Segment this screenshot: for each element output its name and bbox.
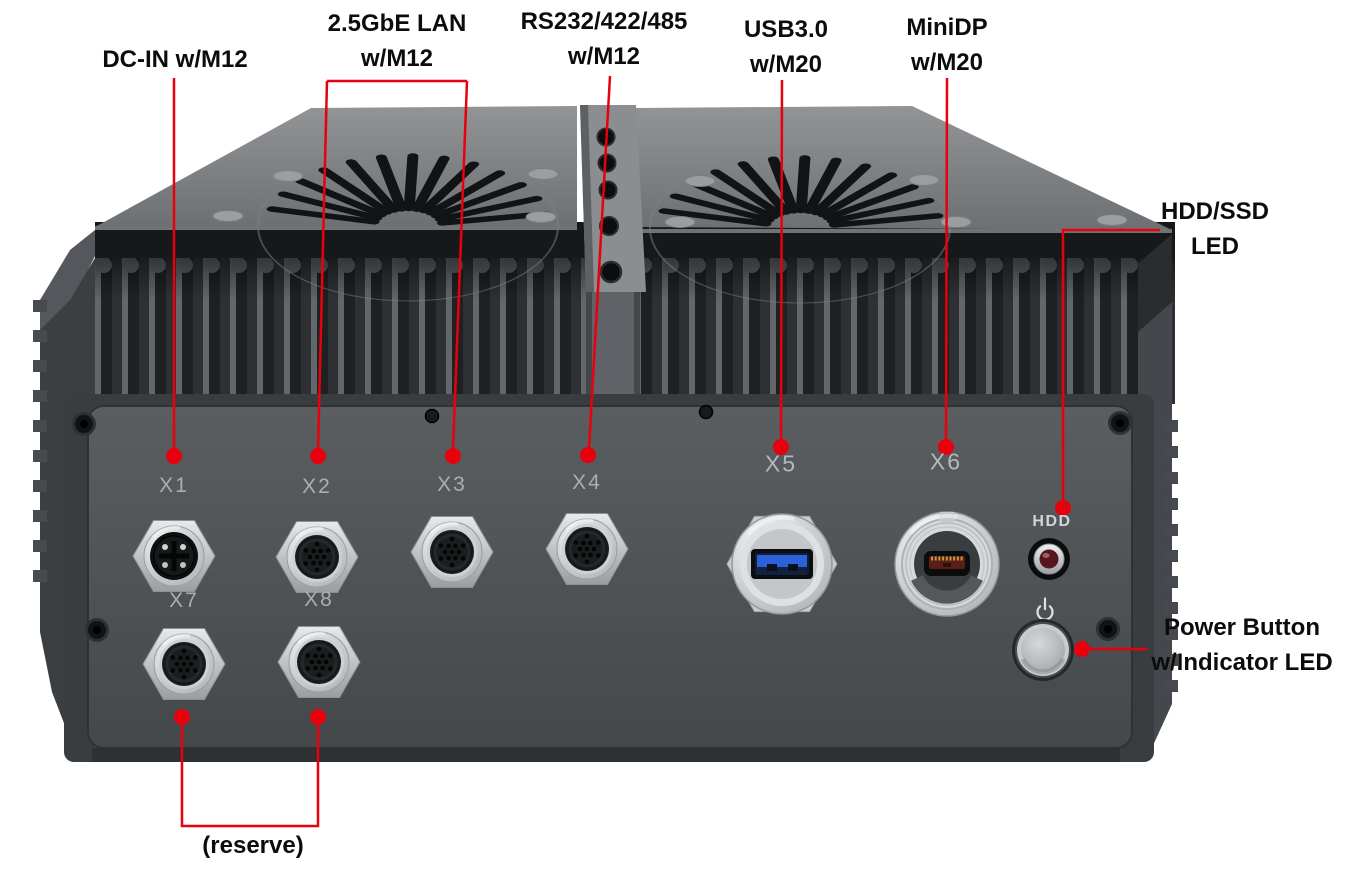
minidp-insert	[929, 556, 965, 569]
leader-hdd-led	[1061, 228, 1160, 502]
fan-vent-right	[649, 152, 951, 304]
port-label-x2: X2	[302, 475, 332, 498]
connector-x5-usb	[726, 513, 838, 615]
leader-usb	[779, 79, 784, 442]
annotation-dots	[166, 439, 1090, 725]
port-label-x1: X1	[159, 474, 189, 497]
callout-hdd-led-line1: HDD/SSD	[1160, 198, 1270, 225]
center-rail	[580, 105, 646, 292]
callout-power: Power Button w/Indicator LED	[1151, 610, 1332, 680]
port-label-x8: X8	[304, 588, 334, 611]
callout-usb-line2: w/M20	[749, 51, 823, 78]
leader-minidp	[944, 77, 949, 442]
panel-screws	[72, 404, 1132, 642]
usb-blue-insert	[757, 555, 807, 567]
connector-x6-minidp	[894, 511, 1000, 617]
callout-reserve: (reserve)	[202, 828, 303, 863]
hdd-text-label: HDD	[1032, 513, 1072, 530]
hdd-led	[1028, 538, 1070, 580]
top-plate-left	[95, 106, 577, 302]
bayonet-ring	[911, 574, 983, 604]
callout-power-line2: w/Indicator LED	[1151, 649, 1333, 676]
port-label-x5: X5	[764, 450, 798, 477]
callout-usb-line1: USB3.0	[743, 16, 829, 43]
callout-usb: USB3.0 w/M20	[744, 12, 828, 82]
callout-dc-in: DC-IN w/M12	[102, 42, 247, 77]
callout-minidp-line1: MiniDP	[906, 14, 988, 41]
top-plate-right	[631, 106, 1172, 304]
callout-dc-in-line1: DC-IN w/M12	[102, 46, 248, 73]
callout-reserve-line1: (reserve)	[202, 832, 304, 859]
callout-hdd-led-line2: LED	[1190, 233, 1239, 260]
callout-lan-line1: 2.5GbE LAN	[327, 10, 467, 37]
callout-minidp-line2: w/M20	[910, 49, 984, 76]
callout-rs232-line2: w/M12	[567, 43, 641, 70]
fan-vent-left	[257, 150, 559, 302]
callout-minidp: MiniDP w/M20	[906, 10, 987, 80]
leader-reserve-bracket	[180, 722, 320, 828]
annotation-lines	[172, 75, 1160, 828]
leader-rs232	[587, 75, 612, 450]
callout-power-line1: Power Button	[1163, 614, 1320, 641]
callout-lan: 2.5GbE LAN w/M12	[328, 6, 467, 76]
port-label-x7: X7	[169, 589, 199, 612]
callout-rs232-line1: RS232/422/485	[520, 8, 688, 35]
port-label-x4: X4	[572, 471, 602, 494]
power-button	[1012, 619, 1074, 681]
callout-rs232: RS232/422/485 w/M12	[521, 4, 688, 74]
callout-hdd-led: HDD/SSD LED	[1161, 194, 1269, 264]
port-label-x6: X6	[929, 448, 963, 475]
port-label-x3: X3	[437, 473, 467, 496]
callout-lan-line2: w/M12	[360, 45, 434, 72]
